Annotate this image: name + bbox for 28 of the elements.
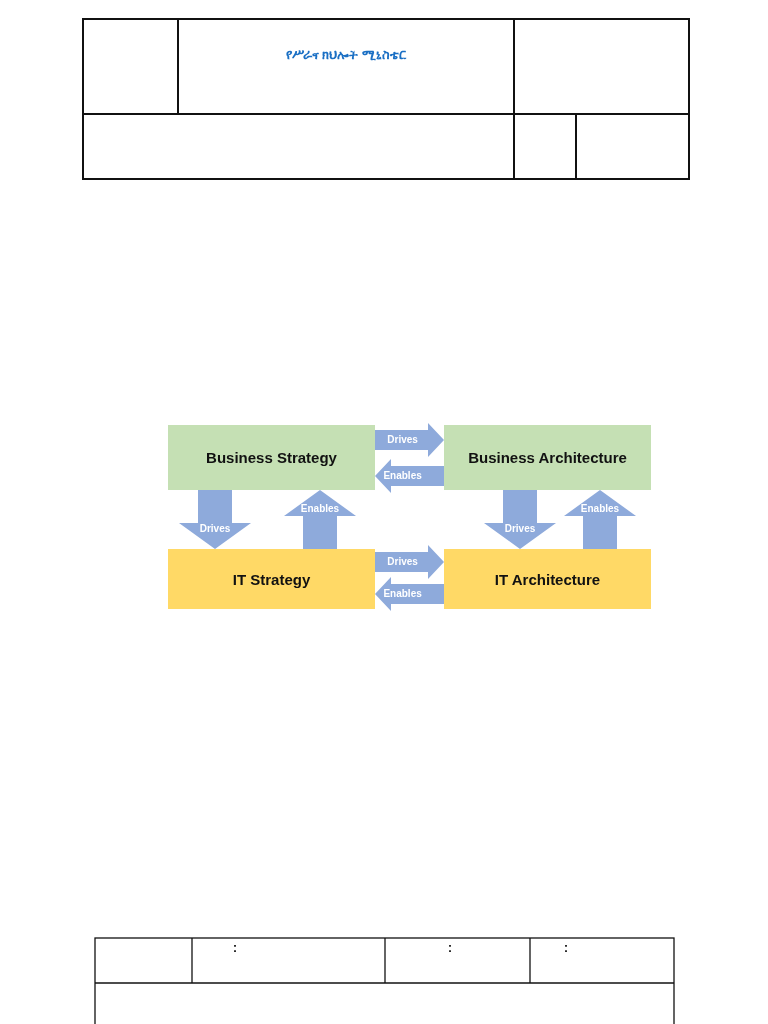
box-title: Business Strategy bbox=[206, 449, 337, 466]
edge-label: Enables bbox=[383, 589, 422, 599]
field-separator: : bbox=[233, 941, 237, 955]
strategy-box bbox=[444, 549, 651, 609]
block-arrow bbox=[375, 545, 444, 579]
edge-label: Enables bbox=[300, 503, 340, 514]
edge-label: Drives bbox=[387, 435, 418, 445]
edge-label: Enables bbox=[580, 503, 620, 514]
block-arrow bbox=[564, 490, 636, 549]
strategy-box bbox=[168, 425, 375, 490]
box-title: Business Architecture bbox=[468, 449, 627, 466]
box-title: IT Strategy bbox=[232, 570, 311, 588]
edge-label: Enables bbox=[383, 471, 422, 481]
edge-label: Drives bbox=[387, 557, 418, 567]
strategy-box bbox=[444, 425, 651, 490]
block-arrow bbox=[179, 490, 251, 549]
strategy-box bbox=[168, 549, 375, 609]
block-arrow bbox=[284, 490, 356, 549]
ministry-title: የሥራና ክህሎት ሚኒስቴር bbox=[285, 47, 407, 63]
edge-label: Drives bbox=[199, 523, 231, 534]
block-arrow bbox=[375, 577, 444, 611]
block-arrow bbox=[375, 423, 444, 457]
edge-label: Drives bbox=[504, 523, 536, 534]
field-separator: : bbox=[448, 941, 452, 955]
box-title: IT Architecture bbox=[494, 570, 601, 588]
block-arrow bbox=[484, 490, 556, 549]
field-separator: : bbox=[564, 941, 568, 955]
block-arrow bbox=[375, 459, 444, 493]
